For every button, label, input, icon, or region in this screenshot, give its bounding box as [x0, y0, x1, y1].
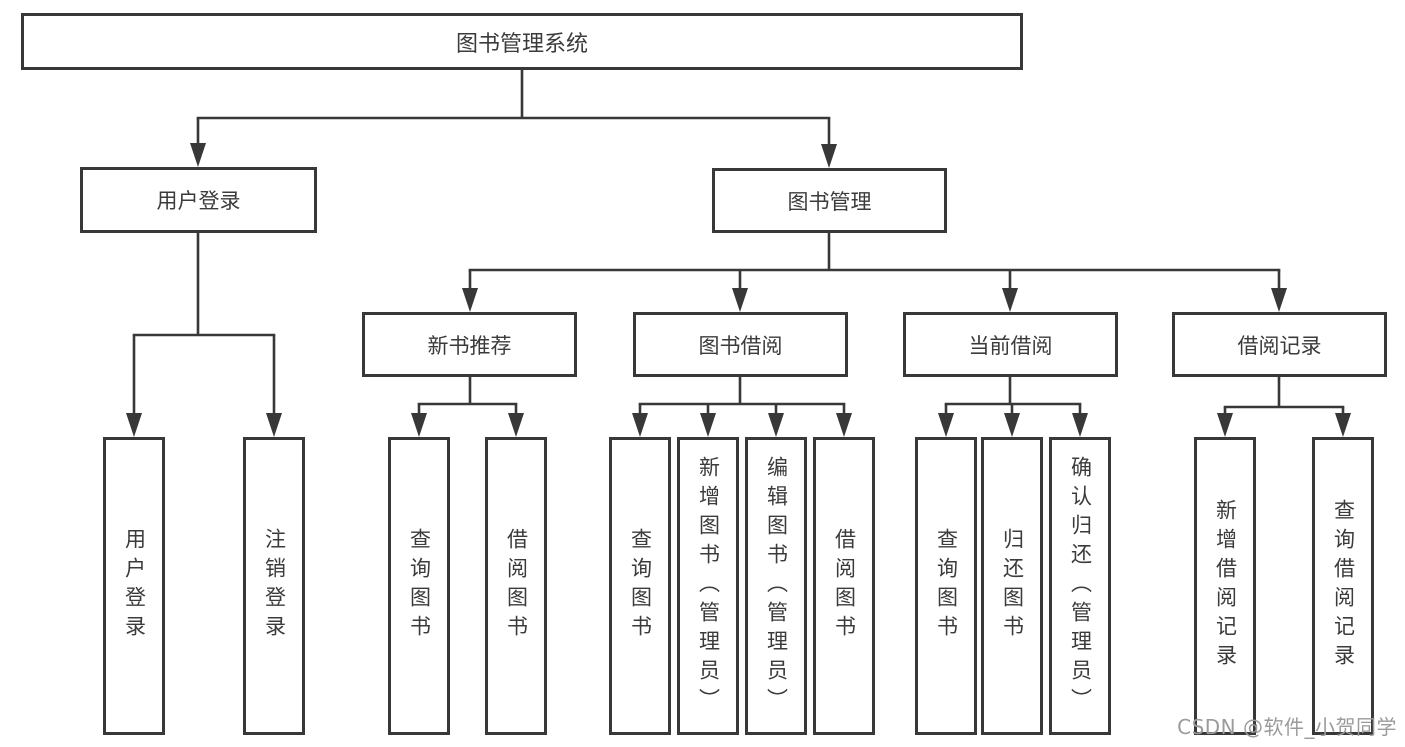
node-borrowing-records: 借阅记录	[1172, 312, 1387, 377]
leaf-logout: 注销登录	[243, 437, 305, 735]
leaf-add-borrow-record: 新增借阅记录	[1194, 437, 1256, 735]
node-new-book-recommendation: 新书推荐	[362, 312, 577, 377]
leaf-query-books-current: 查询图书	[915, 437, 977, 735]
leaf-borrow-books: 借阅图书	[813, 437, 875, 735]
leaf-user-login: 用户登录	[103, 437, 165, 735]
leaf-borrow-books-recommend: 借阅图书	[485, 437, 547, 735]
leaf-add-books-admin: 新增图书（管理员）	[677, 437, 739, 735]
csdn-watermark: CSDN @软件_小贺同学	[1177, 715, 1397, 739]
node-library-management-system: 图书管理系统	[21, 13, 1023, 70]
node-book-borrowing: 图书借阅	[633, 312, 848, 377]
leaf-query-borrow-record: 查询借阅记录	[1312, 437, 1374, 735]
leaf-query-books-borrowing: 查询图书	[609, 437, 671, 735]
leaf-query-books-recommend: 查询图书	[388, 437, 450, 735]
node-current-borrowing: 当前借阅	[903, 312, 1118, 377]
node-book-management-branch: 图书管理	[712, 168, 947, 233]
node-user-login-branch: 用户登录	[80, 167, 317, 233]
leaf-confirm-return-admin: 确认归还（管理员）	[1049, 437, 1111, 735]
leaf-return-books: 归还图书	[981, 437, 1043, 735]
leaf-edit-books-admin: 编辑图书（管理员）	[745, 437, 807, 735]
